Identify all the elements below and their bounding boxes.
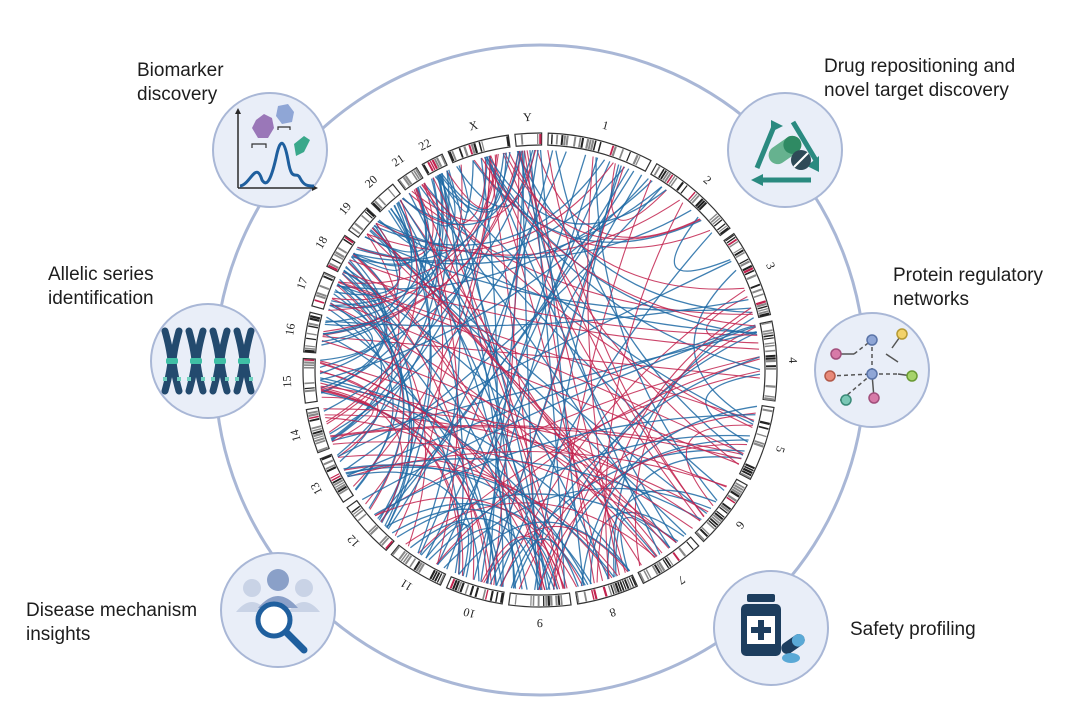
label-line: discovery [137,83,224,107]
interaction-links [320,150,760,590]
chromosome-label: 9 [537,616,543,630]
label-biomarker: Biomarker discovery [137,59,224,107]
label-protein: Protein regulatory networks [893,264,1043,312]
label-line: novel target discovery [824,79,1015,103]
chromosome-label: 19 [336,199,354,217]
chromosome-segment: 4 [760,321,800,401]
label-line: Allelic series [48,263,154,287]
chromosome-label: 13 [307,480,325,497]
chromosome-label: 21 [389,151,407,169]
node-circle [213,93,327,207]
chromosome-segment: Y [515,110,542,146]
biomarker-node [213,93,327,207]
label-line: Biomarker [137,59,224,83]
chromosome-label: 12 [344,532,362,550]
chromosome-segment: 9 [509,593,571,630]
chromosome-segment: 18 [312,234,355,272]
chromosome-label: 20 [362,172,380,190]
chromosome-label: 18 [312,234,330,251]
chromosome-label: 7 [675,573,688,588]
chromosome-label: X [467,118,479,134]
chromosome-segment: 14 [287,408,329,453]
chromosome-label: 16 [282,322,298,336]
chromosome-label: 8 [608,605,618,620]
chromosome-segment: 17 [293,272,335,309]
chromosome-segment: 5 [740,406,788,480]
drug-node [728,93,842,207]
safety-node [714,571,828,685]
label-line: Drug repositioning and [824,55,1015,79]
chromosome-segment: 15 [280,358,317,403]
chromosome-label: 10 [462,605,477,622]
chromosome-label: 15 [280,375,295,388]
chromosome-segment: X [448,118,510,163]
label-drug: Drug repositioning and novel target disc… [824,55,1015,103]
chromosome-segment: 21 [389,151,423,190]
label-safety: Safety profiling [850,618,976,642]
chromosome-label: 5 [773,444,788,454]
chromosome-label: 11 [398,576,415,594]
chromosome-label: 14 [287,428,304,443]
chromosome-label: 2 [701,173,715,187]
chromosome-segment: 13 [307,454,353,502]
label-line: Safety profiling [850,618,976,642]
chromosome-segment: 8 [576,575,638,620]
chromosome-label: 4 [786,357,800,364]
label-line: Protein regulatory [893,264,1043,288]
chromosome-label: Y [523,110,533,124]
label-line: identification [48,287,154,311]
label-disease: Disease mechanism insights [26,599,197,647]
chromosome-label: 22 [416,136,433,154]
label-line: Disease mechanism [26,599,197,623]
label-allelic: Allelic series identification [48,263,154,311]
chromosome-label: 17 [293,275,310,291]
disease-node [221,553,335,667]
allelic-node [151,304,265,418]
chromosome-segment: 22 [416,136,447,175]
protein-node [815,313,929,427]
chromosome-segment: 16 [282,312,322,353]
label-line: insights [26,623,197,647]
interaction-link [519,413,755,589]
chromosome-segment: 1 [548,118,651,171]
label-line: networks [893,288,1043,312]
chromosome-label: 6 [733,518,748,531]
chromosome-label: 1 [601,118,610,133]
chromosome-label: 3 [763,260,778,271]
